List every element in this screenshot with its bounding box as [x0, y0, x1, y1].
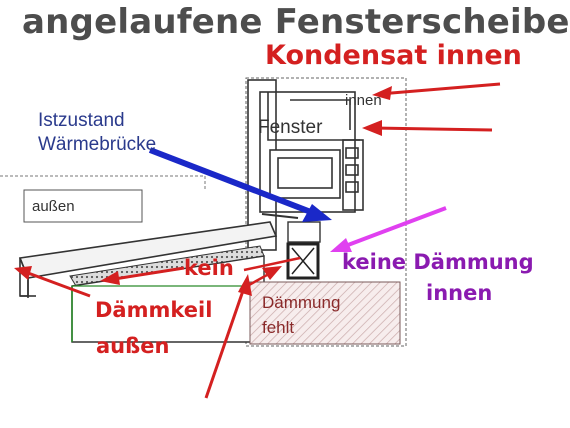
missing-insulation-area — [249, 281, 401, 345]
label-kein: kein — [184, 256, 234, 280]
label-daemmung: Dämmung — [262, 293, 341, 312]
label-waermebruecke: Wärmebrücke — [38, 134, 157, 155]
magenta-arrow — [330, 206, 447, 252]
screw — [261, 213, 299, 219]
label-kondensat-innen: Kondensat innen — [265, 40, 522, 71]
red-arrows — [14, 82, 501, 399]
label-innen: innen — [345, 92, 382, 109]
label-keine-daemmung-innen: innen — [426, 281, 493, 305]
blue-arrow — [148, 147, 332, 222]
spacer-block — [286, 221, 321, 280]
label-aussen-red: außen — [96, 334, 170, 358]
label-istzustand: Istzustand — [38, 110, 125, 131]
label-aussen-box: außen — [32, 198, 75, 215]
label-fehlt: fehlt — [262, 318, 295, 337]
wall-outline — [245, 77, 407, 347]
page-title: angelaufene Fensterscheibe — [22, 2, 570, 42]
label-keine-daemmung: keine Dämmung — [342, 250, 534, 274]
label-daemmkeil: Dämmkeil — [95, 298, 213, 322]
label-fenster: Fenster — [258, 117, 323, 138]
outer-dashed-line — [0, 175, 206, 190]
aussen-box — [23, 189, 143, 223]
